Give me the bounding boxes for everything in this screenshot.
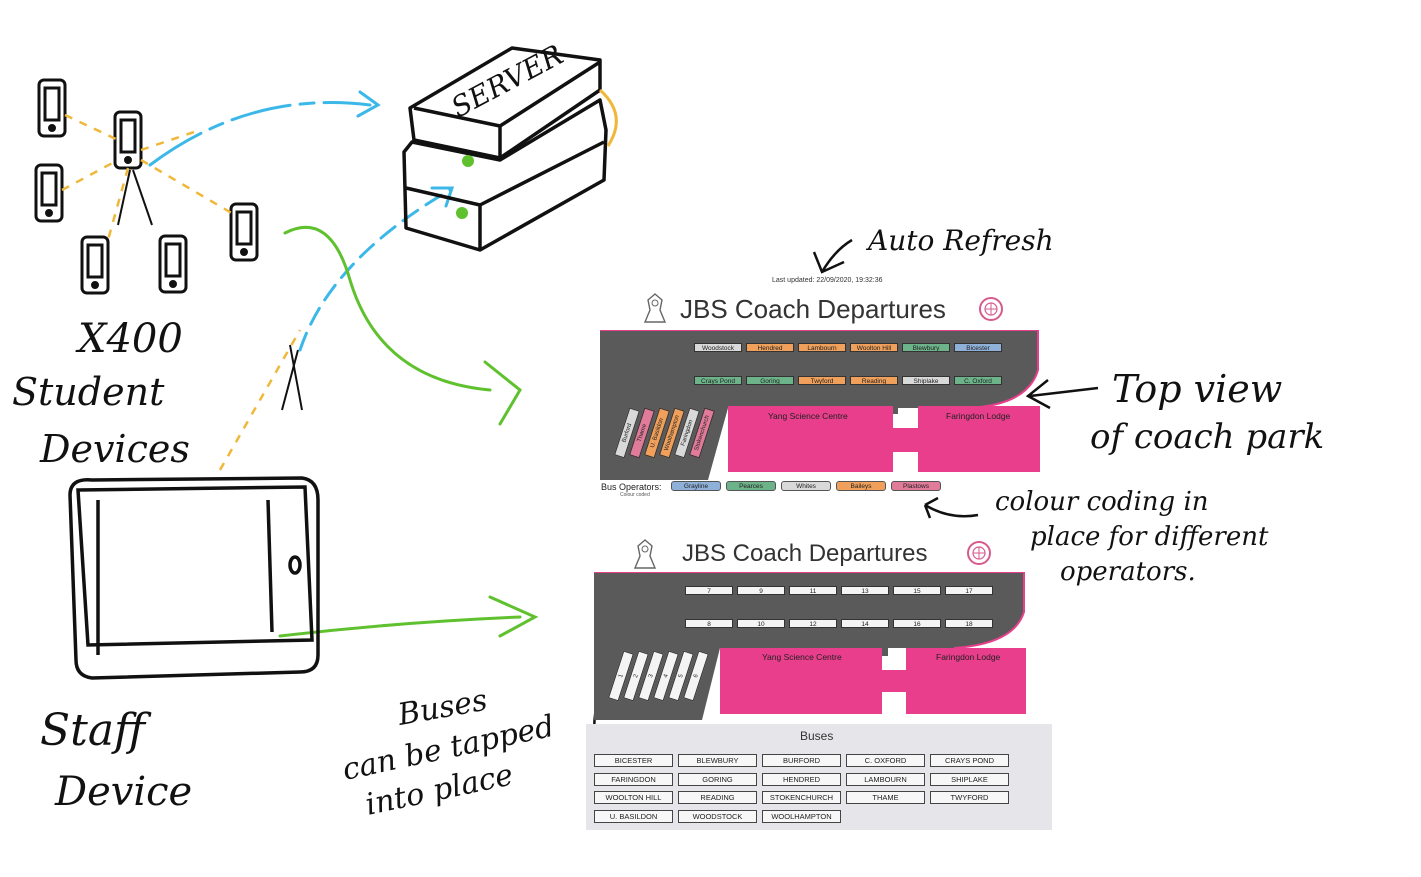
school-badge-icon (979, 297, 1003, 321)
device-links (61, 113, 302, 471)
bay-slot[interactable]: 17 (945, 586, 993, 595)
building-label: Yang Science Centre (768, 411, 848, 421)
operator-key: Baileys (836, 481, 886, 491)
operator-key: Plastows (891, 481, 941, 491)
bay-slot[interactable]: 16 (893, 619, 941, 628)
bus-button[interactable]: CRAYS POND (930, 754, 1009, 767)
operator-key: Pearces (726, 481, 776, 491)
bay-slot[interactable]: 9 (737, 586, 785, 595)
building-faringdon (906, 648, 1026, 714)
server-icon (402, 46, 608, 252)
departures-screen-colour: Last updated: 22/09/2020, 19:32:36 JBS C… (598, 272, 1048, 502)
bus-button[interactable]: C. OXFORD (846, 754, 925, 767)
building-link (882, 670, 906, 692)
operators-sub: Colour coded (620, 492, 650, 498)
bay-slot[interactable]: 15 (893, 586, 941, 595)
phone-icon (158, 234, 188, 294)
bay-slot[interactable]: Shiplake (902, 376, 950, 385)
bay-slot[interactable]: 10 (737, 619, 785, 628)
building-label: Faringdon Lodge (936, 652, 1001, 662)
last-updated: Last updated: 22/09/2020, 19:32:36 (772, 277, 883, 284)
bay-slot[interactable]: 7 (685, 586, 733, 595)
bus-button[interactable]: WOOLHAMPTON (762, 809, 841, 823)
bus-button[interactable]: BLEWBURY (678, 754, 757, 767)
bus-button[interactable]: HENDRED (762, 772, 841, 786)
bus-button[interactable]: SHIPLAKE (930, 772, 1009, 786)
student-label: Devices (39, 427, 190, 471)
bay-slot[interactable]: Goring (746, 376, 794, 385)
bay-slot[interactable]: Woodstock (694, 343, 742, 352)
school-crest-icon (643, 293, 667, 323)
operator-key: Grayline (671, 481, 721, 491)
staff-label: Staff (40, 705, 152, 756)
phone-icon (34, 163, 64, 223)
coach-park-map (594, 572, 1025, 720)
colour-coding-label: place for different (1030, 522, 1269, 552)
bay-slot[interactable]: 8 (685, 619, 733, 628)
bus-button[interactable]: STOKENCHURCH (762, 791, 841, 804)
bay-slot[interactable]: Woolton Hill (850, 343, 898, 352)
tablet-icon (68, 476, 320, 680)
student-label: Student (12, 370, 165, 414)
bay-slot[interactable]: Reading (850, 376, 898, 385)
top-view-label: of coach park (1090, 417, 1324, 457)
bay-slot[interactable]: Twyford (798, 376, 846, 385)
bus-button[interactable]: LAMBOURN (846, 772, 925, 786)
bay-slot[interactable]: Blewbury (902, 343, 950, 352)
top-view-label: Top view (1112, 367, 1282, 411)
page-title: JBS Coach Departures (680, 294, 946, 324)
bus-picker: Buses BICESTER BLEWBURY BURFORD C. OXFORD CR… (586, 724, 1052, 830)
bus-picker-title: Buses (800, 729, 834, 743)
phone-icon (80, 235, 110, 295)
bus-button[interactable]: READING (678, 791, 757, 804)
phone-icon (229, 202, 259, 262)
bay-slot[interactable]: C. Oxford (954, 376, 1002, 385)
bay-slot[interactable]: Hendred (746, 343, 794, 352)
bay-slot[interactable]: 13 (841, 586, 889, 595)
colour-coding-label: operators. (1060, 557, 1196, 587)
building-link (893, 428, 918, 452)
bus-button[interactable]: WOODSTOCK (678, 809, 757, 823)
page-title: JBS Coach Departures (682, 540, 928, 567)
bay-slot[interactable]: Crays Pond (694, 376, 742, 385)
building-faringdon (918, 406, 1040, 472)
departures-screen-staff: JBS Coach Departures Yang Science Centre… (586, 530, 1052, 830)
bay-slot[interactable]: 11 (789, 586, 837, 595)
building-yang (720, 648, 882, 714)
colour-coding-label: colour coding in (995, 487, 1209, 517)
bus-button[interactable]: TWYFORD (930, 791, 1009, 804)
bay-slot[interactable]: 12 (789, 619, 837, 628)
bus-button[interactable]: BICESTER (594, 754, 673, 767)
bay-slot[interactable]: Bicester (954, 343, 1002, 352)
school-badge-icon (967, 541, 991, 565)
bus-button[interactable]: BURFORD (762, 754, 841, 767)
server-led-icon (456, 207, 468, 219)
bay-slot[interactable]: 14 (841, 619, 889, 628)
school-crest-icon (633, 539, 657, 569)
bus-button[interactable]: FARINGDON (594, 772, 673, 786)
bus-button[interactable]: THAME (846, 791, 925, 804)
phone-icon (37, 78, 67, 138)
building-yang (728, 406, 893, 472)
server-led-icon (462, 155, 474, 167)
bus-button[interactable]: WOOLTON HILL (594, 791, 673, 804)
building-label: Faringdon Lodge (946, 411, 1011, 421)
bus-button[interactable]: U. BASILDON (594, 809, 673, 823)
bay-slot[interactable]: 18 (945, 619, 993, 628)
device-count-label: X400 (75, 316, 183, 362)
building-label: Yang Science Centre (762, 652, 842, 662)
phone-icon (113, 110, 143, 170)
bus-button[interactable]: GORING (678, 772, 757, 786)
operators-label: Bus Operators: (601, 482, 662, 492)
staff-label: Device (54, 769, 192, 815)
operator-key: Whites (781, 481, 831, 491)
auto-refresh-label: Auto Refresh (865, 224, 1054, 257)
bay-slot[interactable]: Lambourn (798, 343, 846, 352)
request-arrow (148, 90, 455, 352)
